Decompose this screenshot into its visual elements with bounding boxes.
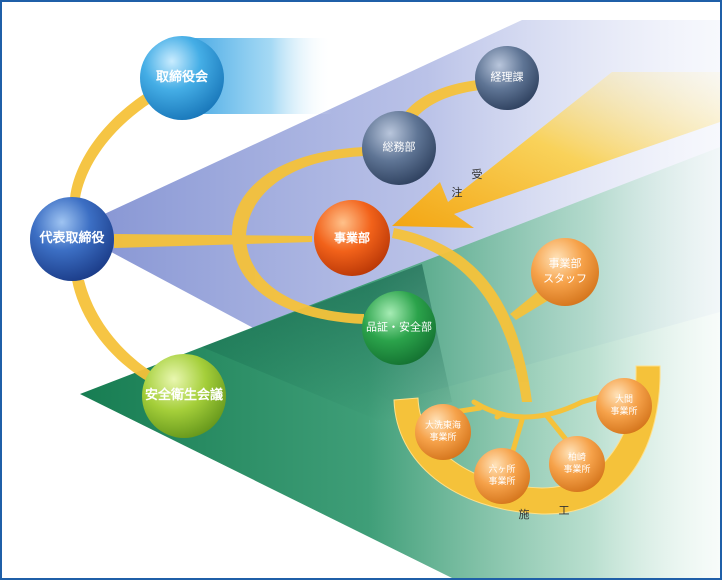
construction-tag-2: 工 [558, 504, 570, 517]
general-affairs-label: 総務部 [382, 140, 416, 154]
business-staff-label: 事業部 スタッフ [543, 257, 587, 287]
order-tag-2: 注 [451, 186, 463, 199]
accounting-circle[interactable] [475, 46, 539, 110]
ohma-line-1: 大間 [614, 394, 634, 405]
business-staff-circle[interactable] [531, 238, 599, 306]
order-arrow [392, 72, 720, 228]
rokkasho-office-label: 六ヶ所 事業所 [488, 464, 515, 488]
safety-committee-circle[interactable] [142, 354, 226, 438]
order-tag-1: 受 [471, 168, 483, 181]
kashiwazaki-office-label: 柏崎 事業所 [563, 452, 590, 476]
rokkasho-line-1: 六ヶ所 [488, 464, 516, 475]
rokkasho-office-circle[interactable] [474, 448, 530, 504]
quality-safety-label: 品証・安全部 [366, 320, 432, 334]
business-dept-circle[interactable] [314, 200, 390, 276]
board-meeting-label: 取締役会 [155, 70, 209, 86]
oarai-tokai-office-label: 大洗東海 事業所 [425, 420, 461, 444]
kashiwazaki-office-circle[interactable] [549, 436, 605, 492]
general-affairs-circle[interactable] [362, 111, 436, 185]
oarai-tokai-line-2: 事業所 [429, 433, 457, 443]
oarai-tokai-office-circle[interactable] [415, 404, 471, 460]
ohma-office-circle[interactable] [596, 378, 652, 434]
oarai-tokai-line-1: 大洗東海 [424, 420, 462, 431]
business-staff-line-1: 事業部 [548, 257, 582, 271]
president-circle[interactable] [30, 197, 114, 281]
president-label: 代表取締役 [39, 231, 105, 247]
ohma-line-2: 事業所 [610, 407, 638, 417]
business-dept-label: 事業部 [333, 230, 371, 245]
business-staff-line-2: スタッフ [543, 272, 587, 285]
construction-tag-1: 施 [518, 508, 530, 521]
board-meeting-circle[interactable] [140, 36, 224, 120]
accounting-label: 経理課 [490, 70, 524, 84]
rokkasho-line-2: 事業所 [488, 477, 516, 487]
kashiwazaki-line-1: 柏崎 [567, 452, 587, 463]
kashiwazaki-line-2: 事業所 [563, 465, 591, 475]
ohma-office-label: 大間 事業所 [610, 394, 637, 418]
quality-safety-circle[interactable] [362, 291, 436, 365]
safety-committee-label: 安全衛生会議 [144, 388, 224, 404]
